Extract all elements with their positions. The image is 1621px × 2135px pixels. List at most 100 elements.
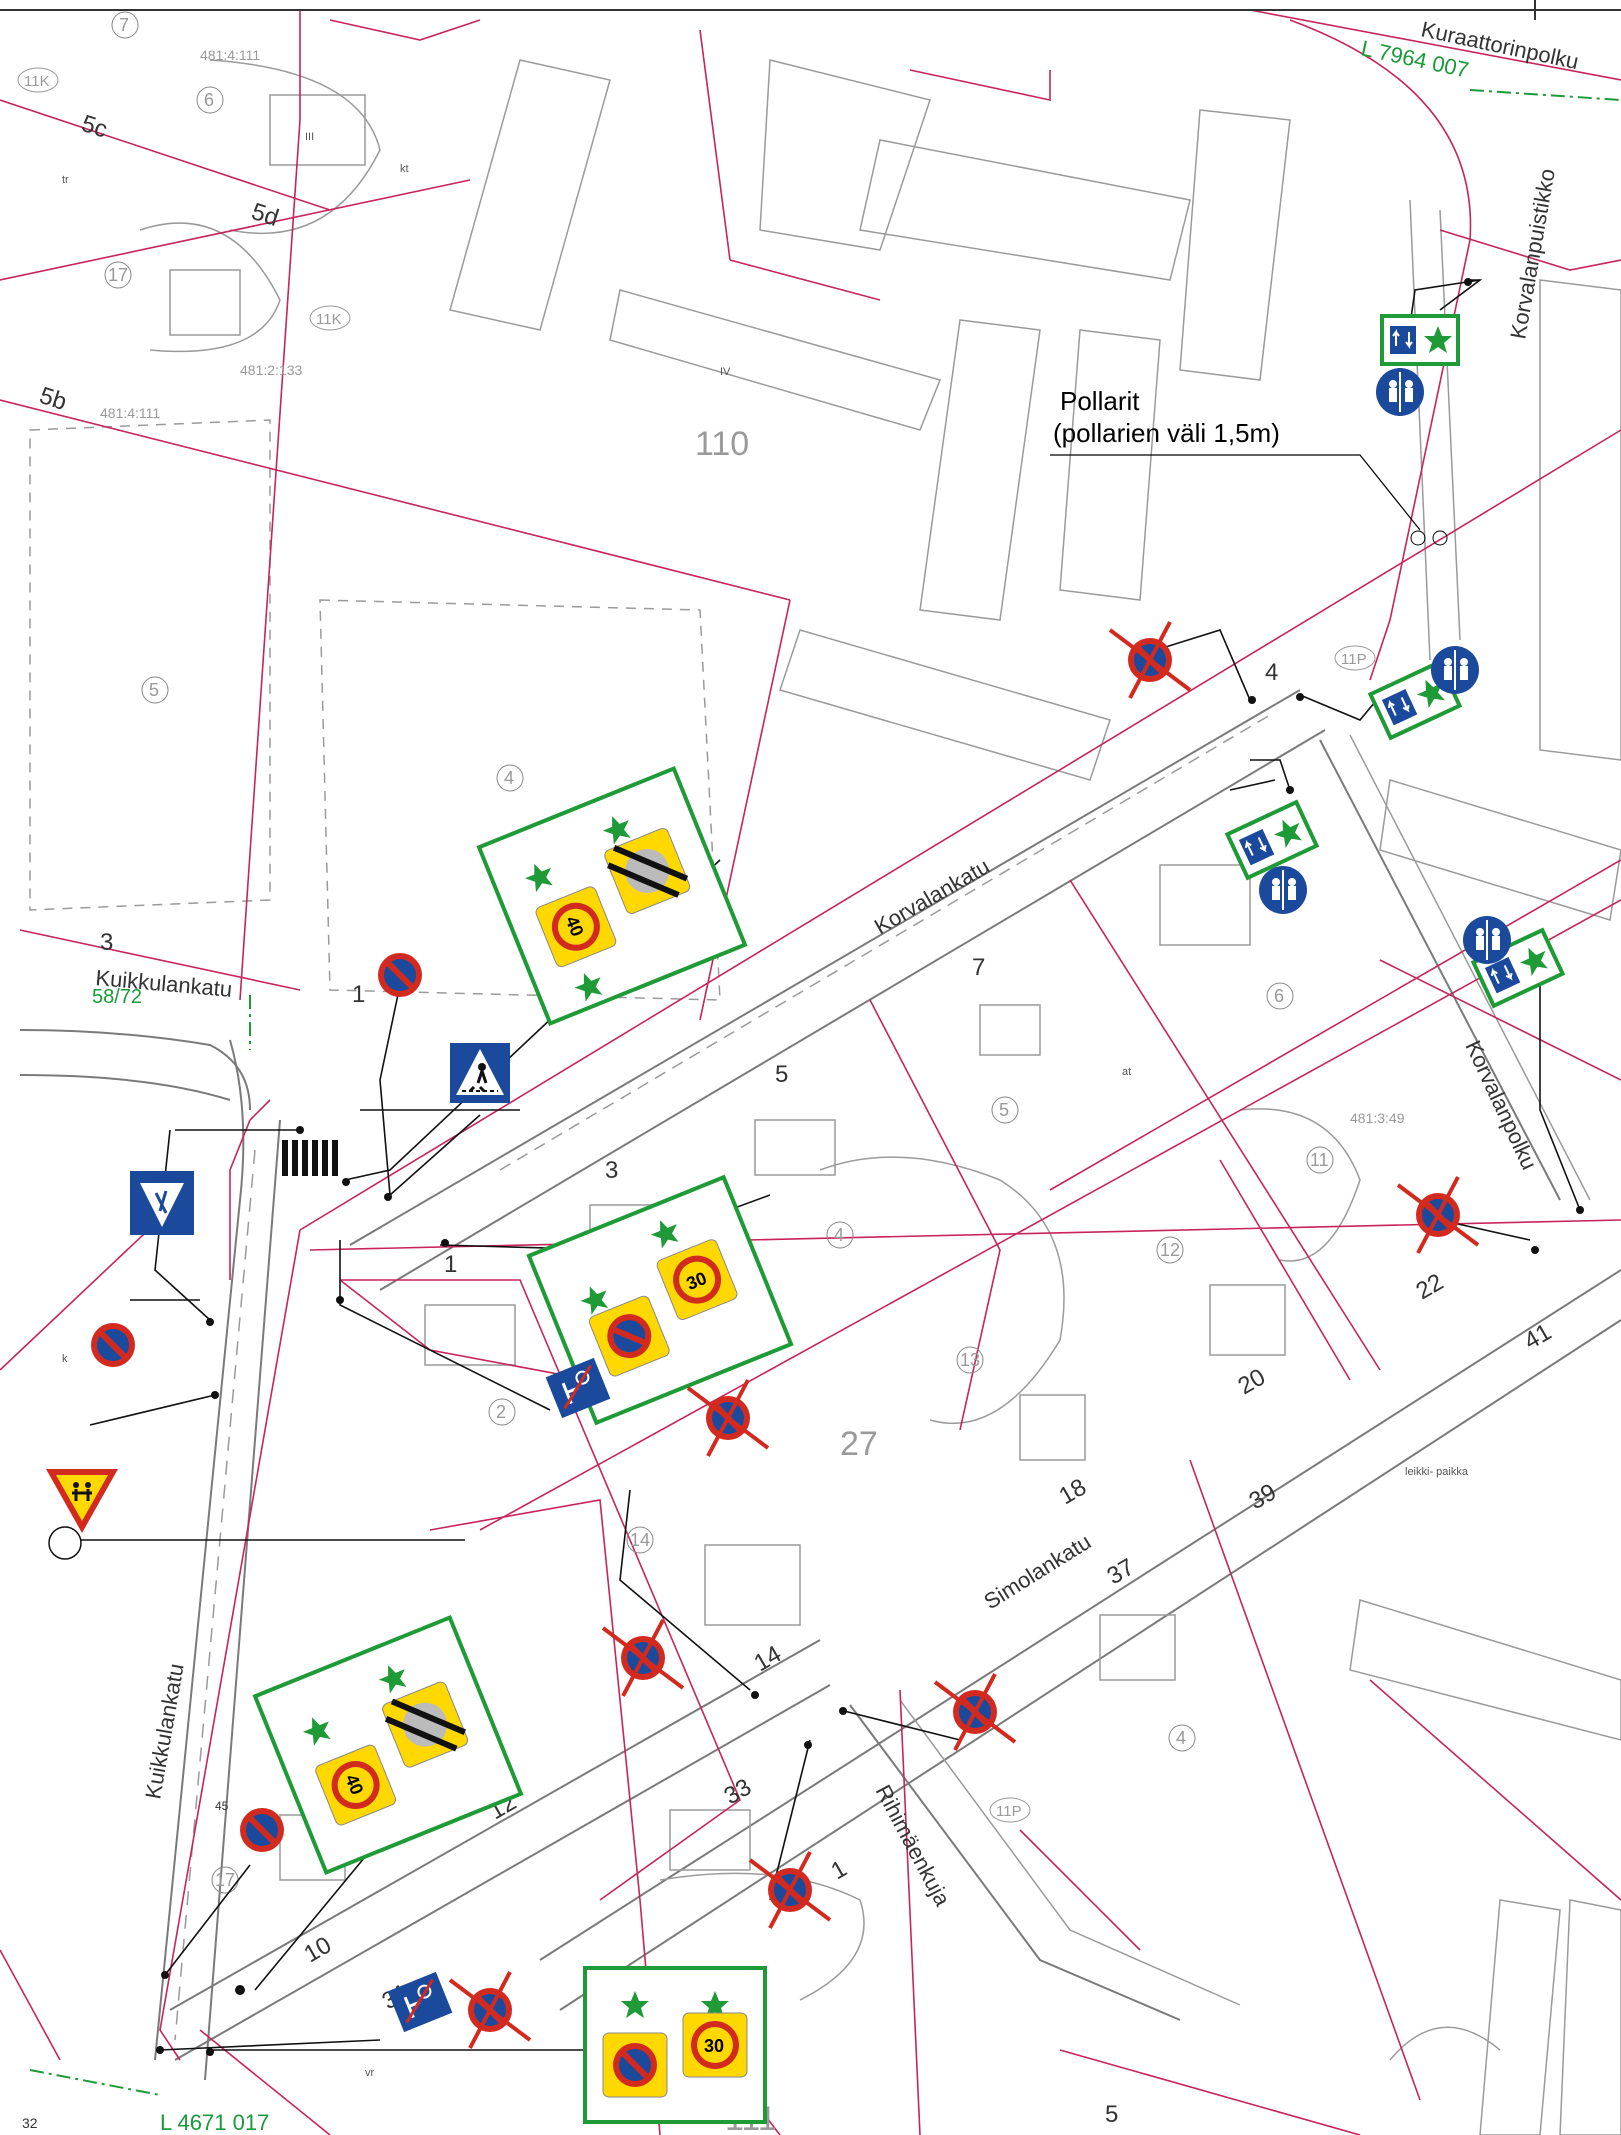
svg-text:3: 3 (605, 1157, 618, 1184)
cadastre-id: 481:2:133 (240, 362, 302, 378)
block-number-110: 110 (695, 425, 749, 463)
svg-text:11K: 11K (24, 73, 50, 90)
end-of-cycle-path-sign (545, 1357, 611, 1419)
svg-text:4: 4 (504, 768, 514, 788)
speed-limit-zone-sign: 40 (535, 886, 617, 968)
plot-circle: 7 (111, 11, 139, 39)
svg-text:5: 5 (149, 680, 159, 700)
end-of-cycle-path-sign (387, 1971, 453, 2033)
cadastre-id: 481:4:111 (200, 47, 260, 63)
no-parking-zone-sign (602, 2032, 668, 2098)
svg-text:6: 6 (1274, 986, 1284, 1006)
svg-text:11K: 11K (316, 311, 342, 328)
pedestrian-crosswalk (282, 1140, 338, 1176)
base-map-layer (19, 59, 1621, 2135)
svg-text:7: 7 (119, 15, 129, 35)
speed-limit-30-sign: 30 (682, 2012, 748, 2078)
street-code-bottom: L 4671 017 (160, 2110, 269, 2135)
building-type-labels: III IV kt k tr at vr leikki- paikka (62, 131, 1469, 2079)
svg-text:13: 13 (960, 1350, 980, 1370)
zone-label-11p: 11P (989, 1797, 1031, 1823)
plot-circle: 4 (496, 764, 524, 792)
svg-text:1: 1 (444, 1251, 457, 1278)
svg-text:vr: vr (365, 2067, 375, 2079)
plot-circle: 2 (488, 1398, 516, 1426)
svg-text:4: 4 (834, 1225, 844, 1245)
plot-circle: 5 (991, 1096, 1019, 1124)
svg-text:6: 6 (204, 90, 214, 110)
cadastre-id: 481:3:49 (1350, 1110, 1405, 1126)
cycle-and-pedestrian-path-sign (1430, 645, 1480, 695)
zone-label-11p: 11P (1334, 645, 1376, 671)
street-code-kuikkulankatu: 58/72 (92, 986, 142, 1008)
plot-circle: 6 (196, 86, 224, 114)
svg-text:7: 7 (972, 954, 985, 981)
svg-text:leikki- paikka: leikki- paikka (1405, 1466, 1469, 1478)
end-of-speed-zone-sign (382, 1681, 469, 1768)
svg-text:IV: IV (720, 366, 731, 378)
svg-text:5: 5 (1105, 2101, 1118, 2128)
svg-text:32: 32 (22, 2115, 38, 2131)
boundary-line-green (1469, 89, 1621, 101)
svg-text:III: III (305, 131, 314, 143)
svg-text:11: 11 (1310, 1150, 1329, 1170)
plot-circle: 17 (211, 1866, 239, 1894)
plot-circle: 11 (1306, 1146, 1334, 1174)
svg-text:11P: 11P (1341, 651, 1367, 668)
svg-text:11P: 11P (996, 1803, 1022, 1820)
svg-text:14: 14 (630, 1530, 650, 1550)
callout-leader (1050, 454, 1421, 531)
svg-text:5: 5 (775, 1061, 788, 1088)
svg-text:4: 4 (1176, 1728, 1186, 1748)
sign-post-points (156, 278, 1584, 2056)
bollard-marker (1432, 530, 1448, 546)
plot-circle: 17 (104, 261, 132, 289)
pedestrian-crossing-sign (130, 1171, 194, 1235)
plot-circle: 13 (956, 1346, 984, 1374)
svg-text:30: 30 (704, 2036, 724, 2056)
speed-zone-sign-group: 40 (476, 765, 748, 1027)
pedestrian-crossing-sign (450, 1043, 510, 1103)
no-parking-sign (240, 1808, 284, 1852)
no-parking-zone-sign (588, 1295, 670, 1377)
children-warning-sign (46, 1469, 118, 1533)
svg-text:2: 2 (496, 1402, 506, 1422)
plot-circle: 5 (141, 676, 169, 704)
svg-text:45: 45 (215, 1799, 229, 1813)
zone-label-11k: 11K (17, 67, 59, 93)
svg-text:kt: kt (400, 163, 409, 175)
svg-text:k: k (62, 1353, 68, 1365)
plot-circle: 14 (626, 1526, 654, 1554)
plot-circle: 4 (826, 1221, 854, 1249)
svg-text:12: 12 (1160, 1240, 1180, 1260)
zone-label-11k: 11K (309, 305, 351, 331)
property-boundaries (0, 9, 1621, 2135)
speed-zone-sign-group: 40 (252, 1614, 524, 1876)
end-of-speed-zone-sign (604, 828, 691, 914)
callout-title: Pollarit (1060, 386, 1140, 416)
svg-text:17: 17 (108, 265, 128, 285)
cycle-and-pedestrian-path-sign (1462, 915, 1512, 965)
svg-text:5: 5 (999, 1100, 1009, 1120)
plot-circle: 6 (1266, 982, 1294, 1010)
traffic-sign-layer: 40 30 (46, 278, 1584, 2124)
speed-limit-30-sign: 30 (656, 1239, 738, 1320)
svg-text:17: 17 (215, 1870, 235, 1890)
boundary-line-green (29, 2069, 161, 2096)
svg-text:1: 1 (352, 981, 365, 1008)
cycle-and-pedestrian-path-sign (1258, 865, 1308, 915)
svg-text:at: at (1122, 1066, 1131, 1078)
svg-text:4: 4 (1265, 659, 1278, 686)
no-parking-sign (91, 1323, 135, 1367)
no-parking-sign (378, 953, 422, 997)
bollard-marker (1410, 530, 1426, 546)
cadastre-id: 481:4:111 (100, 405, 160, 421)
callout-detail: (pollarien väli 1,5m) (1053, 418, 1280, 448)
speed-zone-30-sign-group: 30 (583, 1966, 767, 2124)
svg-text:3: 3 (100, 929, 113, 956)
svg-text:tr: tr (62, 174, 69, 186)
plot-circle: 12 (1156, 1236, 1184, 1264)
sign-leader-lines (65, 279, 1581, 2051)
plot-circle: 4 (1168, 1724, 1196, 1752)
